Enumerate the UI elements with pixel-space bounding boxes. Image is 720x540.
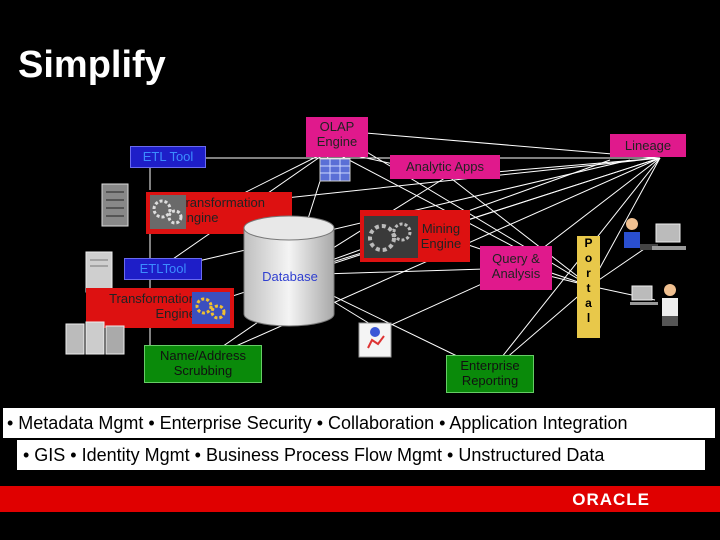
person-at-computer-icon (624, 218, 686, 250)
transformation-engine-label-1: Transformation Engine (178, 195, 265, 225)
gears-icon (364, 216, 418, 258)
gears-icon (150, 195, 186, 229)
portal-letter: a (585, 296, 592, 310)
connector-line (589, 244, 651, 287)
slide-title: Simplify (18, 44, 166, 86)
lineage-box[interactable]: Lineage (610, 134, 686, 157)
gears-icon (192, 292, 230, 324)
enterprise-reporting-box[interactable]: Enterprise Reporting (446, 355, 534, 393)
portal-letter: r (586, 266, 591, 280)
enterprise-reporting-label: Enterprise Reporting (460, 358, 520, 388)
lineage-label: Lineage (624, 138, 672, 153)
database-label: Database (262, 269, 318, 284)
database-cylinder-icon (243, 215, 335, 327)
etl-tool-box-2[interactable]: ETLTool (124, 258, 202, 280)
query-analysis-box[interactable]: Query & Analysis (480, 246, 552, 290)
chart-sheet-icon (358, 322, 392, 358)
olap-engine-label: OLAP Engine (316, 119, 358, 149)
olap-engine-box[interactable]: OLAP Engine (306, 117, 368, 157)
etl-tool-label-2: ETLTool (139, 261, 187, 276)
footer-bar (0, 486, 720, 512)
name-address-scrubbing-label: Name/Address Scrubbing (160, 348, 246, 378)
portal-letter: o (584, 251, 593, 265)
mining-engine-label: Mining Engine (420, 221, 462, 251)
bullet-row-1: • Metadata Mgmt • Enterprise Security • … (3, 408, 715, 438)
query-analysis-label: Query & Analysis (491, 251, 541, 281)
server-icon (85, 251, 113, 293)
person-at-computer-icon (630, 284, 678, 326)
connector-line (447, 175, 591, 287)
portal-letter: l (586, 311, 591, 325)
name-address-scrubbing-box[interactable]: Name/Address Scrubbing (144, 345, 262, 383)
portal-bar[interactable]: P o r t a l (577, 236, 600, 338)
connector-line (589, 157, 661, 287)
server-icon (101, 183, 129, 227)
analytic-apps-box[interactable]: Analytic Apps (390, 155, 500, 179)
connector-line (489, 157, 661, 373)
oracle-logo: ORACLE (572, 490, 650, 509)
analytic-apps-label: Analytic Apps (405, 159, 485, 174)
connector-line (329, 129, 661, 159)
etl-tool-box-1[interactable]: ETL Tool (130, 146, 206, 168)
etl-tool-label-1: ETL Tool (142, 149, 194, 164)
portal-letter: P (584, 236, 593, 250)
portal-letter: t (586, 281, 591, 295)
connector-line (329, 149, 521, 251)
transformation-engine-label-2: Transformation Engine (109, 291, 196, 321)
server-icon (65, 321, 125, 355)
bullet-row-2: • GIS • Identity Mgmt • Business Process… (17, 440, 705, 470)
cube-icon (319, 158, 351, 182)
